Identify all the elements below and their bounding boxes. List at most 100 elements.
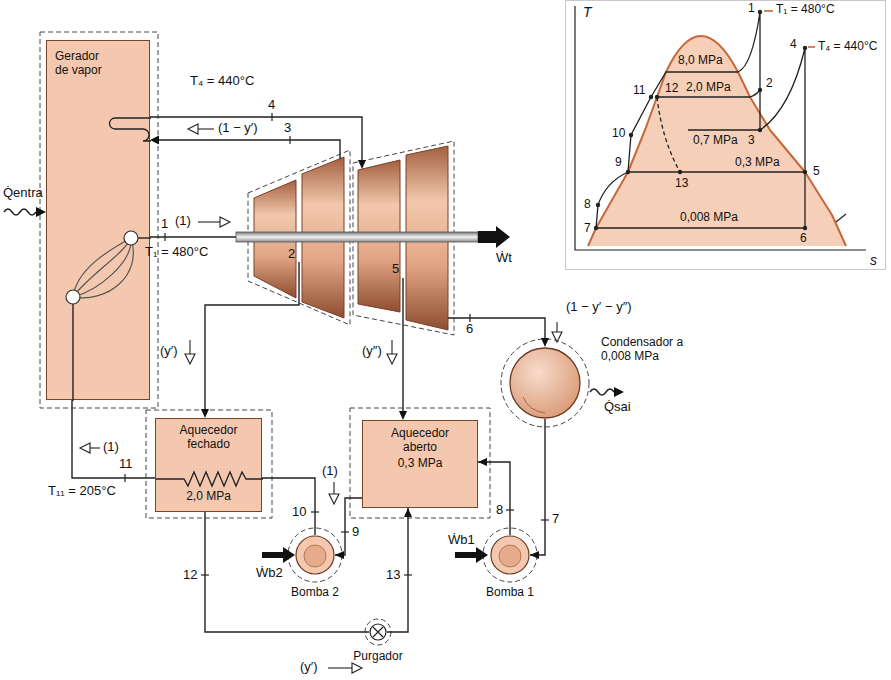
control-volume-outline-part xyxy=(288,528,342,582)
state-label: 2 xyxy=(288,247,295,262)
ts-diagram-part xyxy=(588,36,846,246)
flow-connector xyxy=(335,498,362,559)
ts-diagram-part xyxy=(594,226,598,230)
state-tick-part xyxy=(469,314,470,322)
ts-label: T₁ = 480°C xyxy=(776,3,835,17)
open-heater: Aquecedor aberto0,3 MPa xyxy=(362,420,478,508)
pump: Bomba 2 xyxy=(295,535,335,575)
ts-diagram-part xyxy=(655,95,659,99)
ts-label: T xyxy=(583,4,592,20)
node-label: Bomba 2 xyxy=(291,585,339,599)
state-label: Q̇entra xyxy=(3,186,43,201)
state-label: Ẇb2 xyxy=(256,566,283,581)
steam-generator-drawing-part xyxy=(73,238,133,298)
flow-fraction-arrow-part xyxy=(333,482,334,494)
state-label: T₁₁ = 205°C xyxy=(48,484,116,499)
node-label: 2,0 MPa xyxy=(169,489,249,503)
ts-diagram-part xyxy=(596,12,760,228)
steam-trap: Purgador xyxy=(369,623,387,641)
control-volume-outline-part xyxy=(146,410,272,518)
arrowhead xyxy=(530,551,539,559)
steam-generator-drawing xyxy=(47,41,151,401)
ts-label: 9 xyxy=(615,156,622,170)
state-tick xyxy=(125,113,549,575)
ts-diagram-part xyxy=(808,46,815,48)
flow-fraction-arrow-part xyxy=(328,667,352,668)
steam-generator-drawing-part xyxy=(73,238,133,298)
arrowhead xyxy=(335,551,344,559)
steam-pipe xyxy=(150,117,545,411)
state-label: 11 xyxy=(119,457,133,472)
ts-label: 5 xyxy=(813,165,820,179)
ts-label: s xyxy=(870,252,877,268)
state-label: Ẇb1 xyxy=(448,533,475,548)
flow-fraction-arrow-part xyxy=(80,443,90,453)
turbine xyxy=(236,146,510,330)
flow-fraction-arrow-part xyxy=(220,217,230,227)
flow-fraction-arrow-part xyxy=(352,663,362,673)
steam-generator-drawing-part xyxy=(124,231,138,245)
flow-connector xyxy=(478,458,510,535)
node-label: Condensador a 0,008 MPa xyxy=(601,335,685,363)
ts-label: 11 xyxy=(633,84,645,98)
ts-label: 2,0 MPa xyxy=(686,81,731,95)
state-label: 6 xyxy=(466,322,473,337)
ts-label: 8,0 MPa xyxy=(678,54,723,68)
ts-diagram-part xyxy=(566,1,886,270)
steam-trap-drawing xyxy=(369,623,387,641)
state-label: 4 xyxy=(268,98,275,113)
ts-label: 13 xyxy=(675,177,688,191)
ts-diagram-part xyxy=(758,10,762,14)
turbine-part xyxy=(236,232,478,242)
ts-label: 0,7 MPa xyxy=(693,134,738,148)
control-volume-outline xyxy=(40,32,589,645)
condenser-drawing-part xyxy=(510,348,580,418)
control-volume-outline-part xyxy=(501,339,589,427)
ts-label: 3 xyxy=(748,134,755,148)
node-label: Bomba 1 xyxy=(486,585,534,599)
control-volume-outline-part xyxy=(40,32,158,408)
node-label: Aquecedor aberto xyxy=(380,426,460,454)
flow-arrowhead-part xyxy=(150,136,159,145)
flow-arrowhead xyxy=(150,136,549,421)
ts-diagram-part xyxy=(688,48,805,228)
state-label: Q̇sai xyxy=(604,400,631,415)
arrowhead xyxy=(478,458,487,466)
pump-drawing xyxy=(490,535,530,575)
state-label: 8 xyxy=(496,503,503,518)
closed-heater: Aquecedor fechado2,0 MPa xyxy=(155,418,262,512)
flow-line xyxy=(335,498,362,555)
state-label: (y′) xyxy=(160,344,178,359)
flow-line xyxy=(262,478,315,535)
flow-fraction-arrow-part xyxy=(198,128,214,129)
ts-diagram-part xyxy=(803,46,807,50)
flow-fraction-arrow-part xyxy=(391,340,392,354)
state-label: (1) xyxy=(103,440,119,455)
ts-diagram-part xyxy=(758,88,762,92)
flow-fraction-arrow-part xyxy=(188,124,198,134)
condenser: Condensador a 0,008 MPa xyxy=(509,347,581,419)
energy-arrow-part xyxy=(455,547,488,563)
steam-generator-drawing-part xyxy=(73,238,131,297)
state-label: 5 xyxy=(392,262,399,277)
steam-trap-drawing-part xyxy=(373,627,383,637)
steam-generator: Gerador de vapor xyxy=(46,40,150,400)
ts-diagram-part xyxy=(764,10,773,12)
energy-arrow-part xyxy=(590,389,614,395)
state-label: (1 − y′) xyxy=(218,121,258,136)
state-tick-part xyxy=(164,233,165,241)
flow-fraction-arrow-part xyxy=(189,340,190,354)
flow-fraction-arrow-part xyxy=(185,354,195,364)
flow-arrowhead-part xyxy=(541,338,549,347)
energy-arrow-part xyxy=(614,387,624,397)
steam-generator-drawing-part xyxy=(138,237,151,238)
arrowhead xyxy=(404,508,412,517)
node-label: Gerador de vapor xyxy=(55,49,107,77)
flow-connector xyxy=(72,400,155,478)
steam-pipe-part xyxy=(205,262,299,410)
ts-label: 7 xyxy=(584,222,591,236)
flow-connector xyxy=(262,478,315,535)
control-volume-outline-part xyxy=(483,528,537,582)
flow-fraction-arrow-part xyxy=(329,494,339,504)
ts-label: 10 xyxy=(612,127,625,141)
